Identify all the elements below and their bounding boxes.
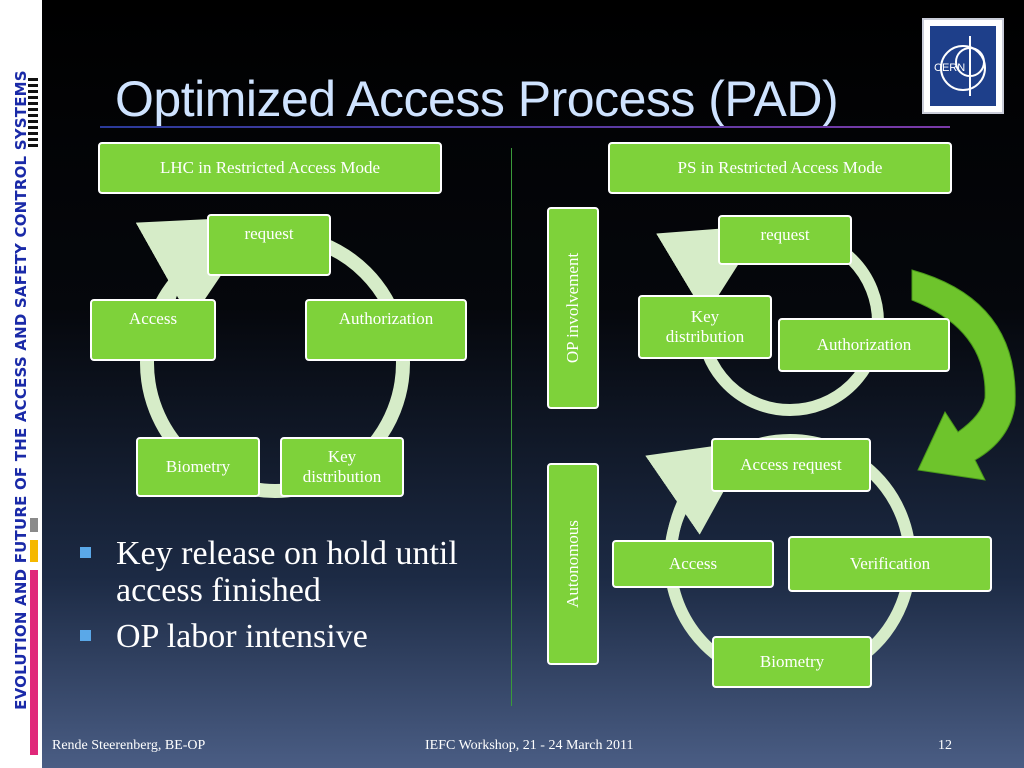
ps-key-distribution-box: Key distribution: [638, 295, 772, 359]
ps-request-label: request: [760, 225, 810, 244]
footer-event: IEFC Workshop, 21 - 24 March 2011: [425, 738, 634, 753]
ps-access-box: Access: [612, 540, 774, 588]
sidebar-strip-gray: [30, 518, 38, 532]
bullet-square-icon: [80, 547, 91, 558]
lhc-header-box: LHC in Restricted Access Mode: [98, 142, 442, 194]
lhc-header-label: LHC in Restricted Access Mode: [159, 158, 380, 178]
logo-text: CERN: [934, 62, 966, 74]
lhc-request-label: request: [244, 224, 294, 243]
ps-key-distribution-label: Key distribution: [665, 307, 745, 346]
footer-author: Rende Steerenberg, BE-OP: [52, 738, 206, 753]
cern-logo: CERN: [922, 18, 1004, 114]
lhc-authorization-label: Authorization: [338, 309, 434, 328]
op-involvement-label: OP involvement: [563, 252, 582, 364]
op-involvement-box: OP involvement: [547, 207, 599, 409]
autonomous-box: Autonomous: [547, 463, 599, 665]
ps-verification-box: Verification: [788, 536, 992, 592]
lhc-key-distribution-box: Key distribution: [280, 437, 404, 497]
ps-access-request-box: Access request: [711, 438, 871, 492]
panel-divider: [511, 148, 512, 706]
bullet-text: OP labor intensive: [116, 617, 368, 655]
autonomous-label: Autonomous: [563, 520, 582, 608]
ps-header-label: PS in Restricted Access Mode: [677, 158, 883, 178]
bullet-square-icon: [80, 629, 91, 641]
bullet-text: Key release on hold until access finishe…: [116, 535, 458, 610]
sidebar-barcode-icon: [28, 78, 38, 148]
ps-biometry-label: Biometry: [759, 652, 825, 672]
sidebar-banner: EVOLUTION AND FUTURE OF THE ACCESS AND S…: [0, 0, 42, 768]
ps-access-label: Access: [668, 554, 718, 574]
bullet-item: OP labor intensive: [80, 618, 516, 655]
lhc-biometry-label: Biometry: [165, 457, 231, 477]
sidebar-strip-magenta: [30, 570, 38, 755]
bullet-item: Key release on hold until access finishe…: [80, 535, 516, 610]
ps-authorization-box: Authorization: [778, 318, 950, 372]
lhc-authorization-box: Authorization: [305, 299, 467, 361]
ps-authorization-label: Authorization: [816, 335, 912, 355]
bullet-list: Key release on hold until access finishe…: [80, 535, 516, 663]
lhc-access-box: Access: [90, 299, 216, 361]
lhc-access-label: Access: [128, 309, 178, 328]
ps-biometry-box: Biometry: [712, 636, 872, 688]
lhc-biometry-box: Biometry: [136, 437, 260, 497]
ps-verification-label: Verification: [849, 554, 931, 574]
lhc-request-box: request: [207, 214, 331, 276]
title-underline: [100, 126, 950, 128]
ps-request-box: request: [718, 215, 852, 265]
ps-access-request-label: Access request: [740, 455, 842, 475]
footer-page-number: 12: [938, 738, 952, 753]
lhc-key-distribution-label: Key distribution: [302, 447, 382, 486]
ps-header-box: PS in Restricted Access Mode: [608, 142, 952, 194]
sidebar-strip-orange: [30, 540, 38, 562]
page-title: Optimized Access Process (PAD): [115, 71, 839, 127]
